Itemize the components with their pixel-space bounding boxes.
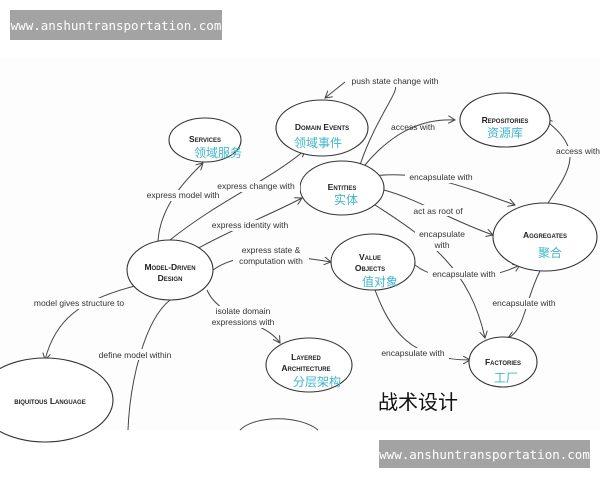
edge-access-agg [545, 120, 571, 204]
node-label-en: Value [359, 252, 381, 262]
edge-label: encapsulate with [381, 348, 445, 358]
node-label-en: Model-Driven [144, 262, 195, 272]
node-label-en: Entities [328, 182, 357, 192]
node-factories: Factories 工厂 [468, 336, 538, 388]
edge-label: model gives structure to [34, 298, 125, 308]
edge-label: expressions with [212, 317, 275, 327]
node-label-en: Services [189, 134, 221, 144]
edge-label: express change with [217, 181, 295, 191]
edge-label: access with [391, 122, 435, 132]
diagram-title: 战术设计 [378, 391, 458, 414]
node-value-objects: Value Objects 值对象 [330, 233, 416, 291]
edge-labels: push state change with access with acces… [27, 76, 600, 360]
edge-label: computation with [239, 256, 303, 266]
node-label-en: Design [158, 273, 183, 283]
edge-label: encapsulate with [492, 298, 556, 308]
node-domain-events: Domain Events 领域事件 [275, 99, 369, 157]
node-label-en: biquitous Language [14, 396, 85, 406]
edge-label: push state change with [352, 76, 439, 86]
edge-vo-factories [374, 289, 470, 360]
node-aggregates: Aggregates 聚合 [492, 202, 598, 272]
edge-label: express state & [242, 245, 301, 255]
node-ubiquitous-language: biquitous Language [0, 357, 114, 443]
edge-label: define model within [99, 350, 172, 360]
edge-label: act as root of [413, 206, 463, 216]
node-label-en: Architecture [281, 363, 330, 373]
node-label-en: Repositories [482, 115, 529, 125]
node-label-cn: 聚合 [538, 245, 562, 260]
node-label-en: Domain Events [295, 122, 349, 132]
edge-label: encapsulate with [432, 269, 496, 279]
node-label-cn: 值对象 [362, 274, 398, 289]
edge-label: access with [556, 146, 600, 156]
node-entities: Entities 实体 [299, 160, 385, 216]
node-model-driven-design: Model-Driven Design [126, 239, 214, 301]
node-label-cn: 领域服务 [194, 145, 242, 160]
edge-label: encapsulate with [409, 172, 473, 182]
node-services: Services 领域服务 [168, 117, 242, 163]
edge-access-repos [364, 120, 455, 166]
node-repositories: Repositories 资源库 [459, 92, 551, 148]
node-label-en: Aggregates [523, 230, 567, 240]
edge-push-state [325, 81, 397, 166]
edge-agg-factories [508, 270, 541, 338]
watermark-top: www.anshuntransportation.com [10, 10, 222, 40]
edges [45, 81, 571, 431]
edge-label: encapsulate [419, 229, 465, 239]
node-label-en: Objects [355, 263, 385, 273]
edge-label: with [433, 240, 449, 250]
node-label-cn: 分层架构 [293, 374, 341, 389]
watermark-bottom: www.anshuntransportation.com [379, 440, 590, 468]
node-label-cn: 工厂 [494, 371, 518, 385]
node-label-cn: 资源库 [487, 125, 523, 140]
node-partial-bottom [239, 418, 319, 431]
edge-entities-factories [374, 204, 485, 338]
node-layered-architecture: Layered Architecture 分层架构 [265, 337, 353, 393]
edge-label: isolate domain [216, 306, 271, 316]
node-label-cn: 领域事件 [294, 136, 342, 150]
node-label-en: Factories [485, 357, 521, 367]
node-label-cn: 实体 [334, 192, 358, 207]
node-label-en: Layered [291, 352, 321, 362]
edge-model-structure [45, 285, 136, 360]
edge-label: express model with [147, 190, 220, 200]
edge-label: express identity with [212, 220, 289, 230]
